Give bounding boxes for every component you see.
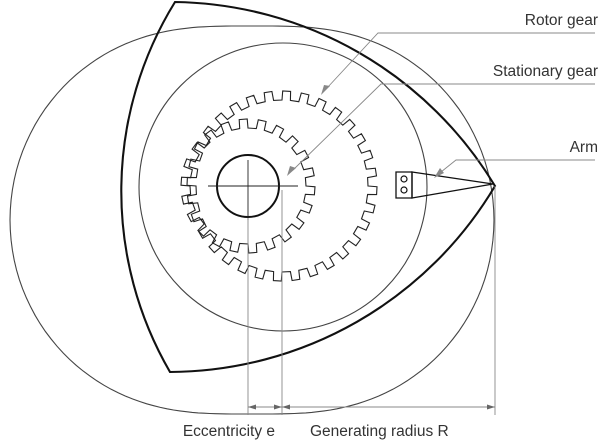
leader-rotor-gear [321,32,595,95]
leader-arm [434,159,595,178]
stationary-gear [180,118,316,254]
label-generating-radius: Generating radius R [310,423,449,440]
label-arm: Arm [570,139,598,156]
arm [395,171,494,199]
label-eccentricity: Eccentricity e [183,423,275,440]
rotor-gear [186,90,378,282]
label-rotor-gear: Rotor gear [525,12,598,29]
housing-outline [9,25,495,415]
dimension-line [248,404,495,410]
rotor-outline [120,0,497,374]
label-stationary-gear: Stationary gear [493,63,598,80]
leader-stationary-gear [287,83,595,176]
rotor-inner-circle [138,42,428,332]
